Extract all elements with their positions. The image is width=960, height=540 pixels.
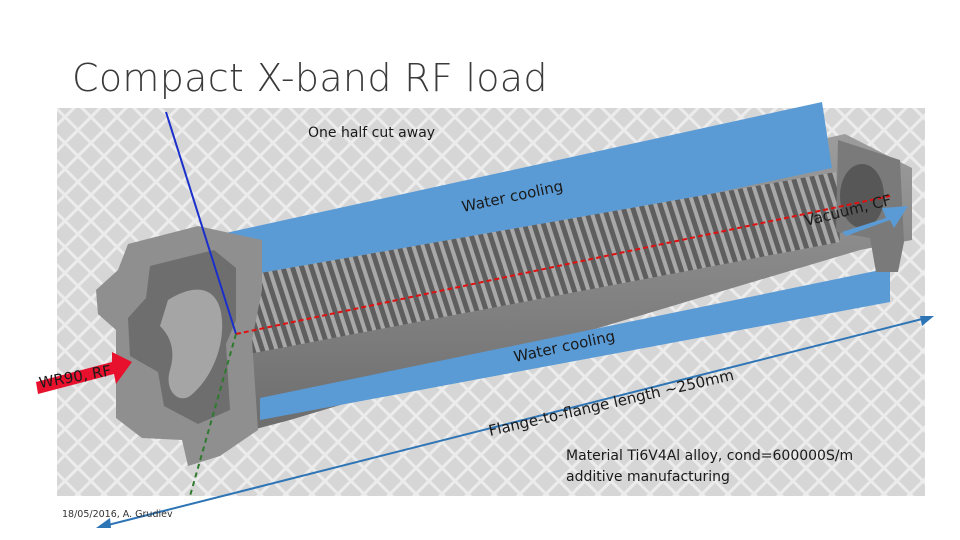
slide-title: Compact X-band RF load <box>72 56 548 100</box>
water-channel-bottom <box>260 268 890 420</box>
material-note: Material Ti6V4Al alloy, cond=600000S/m a… <box>566 446 853 488</box>
waveguide-cavity <box>160 289 223 399</box>
blue-arrow-icon <box>842 206 908 236</box>
water-channel-top <box>212 102 832 300</box>
axis-blue <box>165 111 237 335</box>
manufacturing-line: additive manufacturing <box>566 469 730 485</box>
double-arrow-icon <box>96 316 934 528</box>
footer-credit: 18/05/2016, A. Grudiev <box>62 509 173 520</box>
red-arrow-icon <box>36 352 132 394</box>
rf-load-figure: Water cooling Water cooling Vacuum, CF W… <box>36 102 934 528</box>
fin-stack <box>232 172 840 356</box>
material-line: Material Ti6V4Al alloy, cond=600000S/m <box>566 448 854 464</box>
axis-green <box>189 333 237 497</box>
cut-away-caption: One half cut away <box>308 125 436 141</box>
vacuum-port <box>840 164 884 228</box>
